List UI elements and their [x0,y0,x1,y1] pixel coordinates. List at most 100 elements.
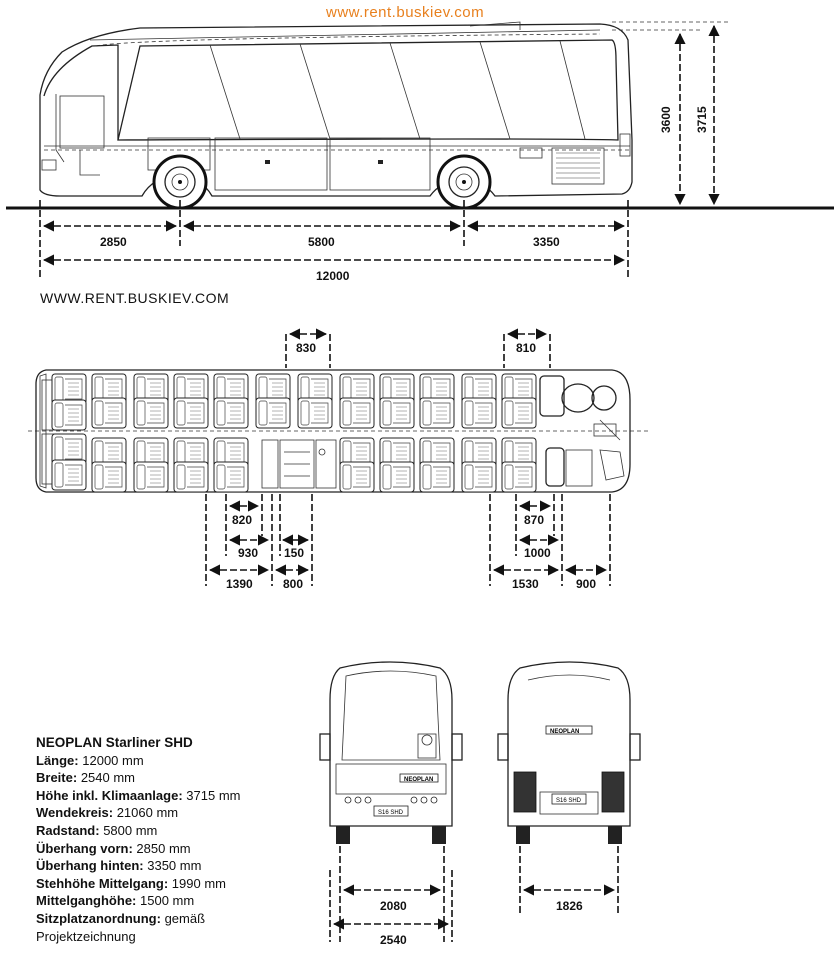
spec-label: Stehhöhe Mittelgang: [36,875,169,891]
spec-row: Mittelganghöhe: 1500 mm [36,892,336,910]
rear-door [261,439,279,489]
spec-title: NEOPLAN Starliner SHD [36,735,193,750]
spec-value: 1990 mm [171,875,226,891]
seat-icon [379,461,415,493]
spec-label: Höhe inkl. Klimaanlage: [36,787,183,803]
bus-body-outline [39,23,633,197]
dim-820: 820 [232,513,252,527]
dim-1826: 1826 [556,899,583,913]
dim-front-overhang: 2850 [100,235,127,249]
spec-value: 5800 mm [103,822,158,838]
spec-row: Länge: 12000 mm [36,752,336,770]
seat-icon [461,397,497,429]
seat-icon [91,461,127,493]
steering-wheel-icon [591,385,617,411]
spec-label: Überhang vorn: [36,840,133,856]
spec-row: Überhang vorn: 2850 mm [36,840,336,858]
spec-value: 12000 mm [82,752,144,768]
spec-value: 1500 mm [140,893,195,909]
seat-icon [379,397,415,429]
front-brand-badge: NEOPLAN [404,777,433,783]
mirror-left-icon [319,733,331,761]
dim-1530: 1530 [512,577,539,591]
spec-row: Höhe inkl. Klimaanlage: 3715 mm [36,787,336,805]
spec-value: 3350 mm [147,858,202,874]
seat-icon [501,461,537,493]
spec-row: Sitzplatzanordnung: gemäß [36,910,336,928]
seat-icon [133,461,169,493]
spec-label: Wendekreis: [36,805,114,821]
spec-row: Breite: 2540 mm [36,769,336,787]
spec-row: Überhang hinten: 3350 mm [36,857,336,875]
seat-icon [173,461,209,493]
rear-wheel [436,154,492,210]
dim-810: 810 [516,341,536,355]
front-view-outline [329,661,453,827]
dim-wheelbase: 5800 [308,235,335,249]
floor-plan-outline [35,369,631,493]
spec-value: 21060 mm [116,805,179,821]
spec-label: Breite: [36,770,78,786]
rear-view-outline [507,661,631,827]
floor-plan: 830 810 820 930 150 1390 800 870 1000 15… [28,328,650,591]
seat-icon [51,459,87,491]
seat-icon [133,397,169,429]
side-windows [117,39,619,141]
dim-1000: 1000 [524,546,551,560]
dim-1390: 1390 [226,577,253,591]
front-view: NEOPLAN S16 SHD 2080 2540 [319,661,463,947]
dim-800: 800 [283,577,303,591]
spec-value: 3715 mm [186,787,241,803]
front-wheel [152,154,208,210]
seat-icon [213,397,249,429]
seat-icon [255,397,291,429]
spec-label: Radstand: [36,822,100,838]
seat-icon [173,397,209,429]
dim-830: 830 [296,341,316,355]
seat-icon [339,397,375,429]
spec-value: gemäß [164,910,206,926]
side-view: 2850 5800 3350 12000 3600 3715 [6,21,834,283]
rear-view: NEOPLAN S16 SHD 1826 [497,661,641,914]
spec-label: Länge: [36,752,79,768]
dim-870: 870 [524,513,544,527]
dim-900: 900 [576,577,596,591]
seat-icon [419,461,455,493]
rear-license-plate: S16 SHD [556,798,582,804]
dim-height-ac: 3715 [695,106,709,133]
seat-icon [339,461,375,493]
front-license-plate: S16 SHD [378,810,404,816]
seat-icon [419,397,455,429]
dim-height: 3600 [659,106,673,133]
rear-brand-badge: NEOPLAN [550,729,579,735]
seat-icon [461,461,497,493]
website-url-top[interactable]: www.rent.buskiev.com [326,4,485,21]
seat-icon [51,399,87,431]
spec-label: Mittelganghöhe: [36,893,137,909]
dim-150: 150 [284,546,304,560]
rear-mirror-right-icon [629,733,641,761]
mirror-right-icon [451,733,463,761]
spec-row: Stehhöhe Mittelgang: 1990 mm [36,875,336,893]
seat-icon [213,461,249,493]
spec-footer: Projektzeichnung [36,928,136,944]
engine-grille [551,147,605,185]
spec-label: Überhang hinten: [36,858,144,874]
dim-2080: 2080 [380,899,407,913]
spec-value: 2540 mm [80,770,136,786]
dim-2540: 2540 [380,933,407,947]
dim-length: 12000 [316,269,350,283]
spec-label: Sitzplatzanordnung: [36,910,161,926]
spec-row: Radstand: 5800 mm [36,822,336,840]
rear-mirror-left-icon [497,733,509,761]
website-url-middle[interactable]: WWW.RENT.BUSKIEV.COM [40,290,230,306]
seat-icon [297,397,333,429]
dim-rear-overhang: 3350 [533,235,560,249]
driver-cockpit [539,375,625,487]
dim-930: 930 [238,546,258,560]
seat-icon [501,397,537,429]
spec-value: 2850 mm [136,840,191,856]
